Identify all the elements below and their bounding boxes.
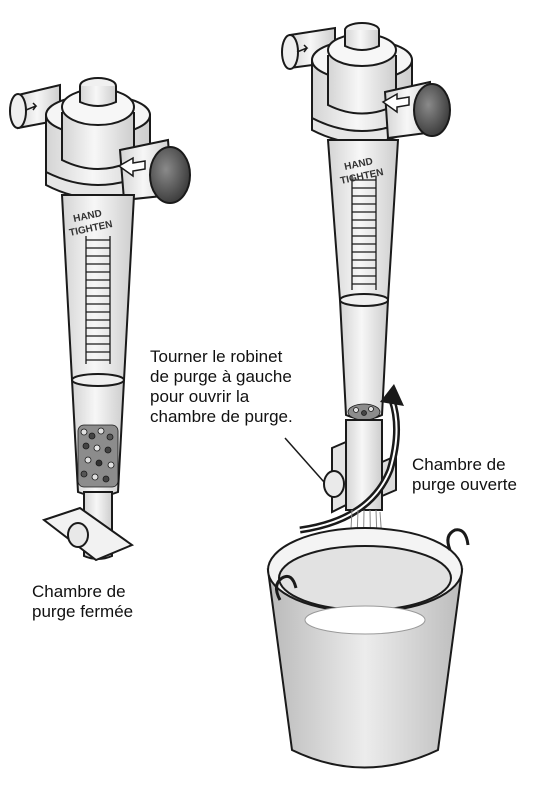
label-line: pour ouvrir la	[150, 387, 293, 407]
purge-valve-closed	[44, 492, 132, 560]
label-line: de purge à gauche	[150, 367, 293, 387]
label-purge-open: Chambre de purge ouverte	[412, 455, 517, 495]
outlet-port-right	[383, 82, 450, 138]
bucket	[268, 528, 468, 768]
bucket-handle-ear	[448, 530, 468, 550]
water-surface	[305, 606, 425, 634]
filter-bowl	[62, 195, 134, 496]
label-purge-closed: Chambre de purge fermée	[32, 582, 133, 622]
label-line: Chambre de	[412, 455, 517, 475]
filter-open: HAND TIGHTEN	[282, 23, 450, 512]
label-line: purge fermée	[32, 602, 133, 622]
label-line: chambre de purge.	[150, 407, 293, 427]
label-line: Tourner le robinet	[150, 347, 293, 367]
filter-media	[348, 404, 380, 420]
label-line: purge ouverte	[412, 475, 517, 495]
label-turn-instruction: Tourner le robinet de purge à gauche pou…	[150, 347, 293, 427]
label-line: Chambre de	[32, 582, 133, 602]
filter-closed: HAND TIGHTEN	[10, 78, 190, 560]
leader-line	[285, 438, 324, 482]
outlet-port-right	[119, 140, 190, 203]
purge-valve-open	[324, 420, 396, 512]
filter-media	[78, 425, 118, 487]
